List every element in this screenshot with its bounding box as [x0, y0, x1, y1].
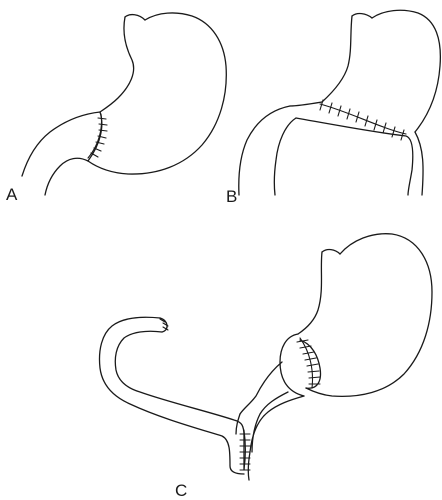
suture-line [319, 99, 407, 141]
panel-c: C [98, 233, 433, 500]
stomach-drawing [87, 12, 227, 175]
panel-label-b: B [226, 187, 237, 206]
duodenal-limb [239, 361, 305, 481]
duodenum-drawing [21, 111, 101, 196]
jejunal-limb [98, 316, 245, 475]
suture-line [87, 113, 108, 159]
stomach-drawing [297, 233, 433, 398]
duodenum-drawing [238, 105, 424, 196]
stomach-drawing [289, 9, 442, 133]
suture-line [296, 337, 321, 389]
panel-label-c: C [175, 481, 187, 500]
panel-a: A [6, 12, 227, 204]
gastrojejunal-loop [279, 333, 322, 397]
panel-label-a: A [6, 185, 18, 204]
panel-b: B [226, 9, 442, 206]
suture-line [239, 429, 251, 471]
